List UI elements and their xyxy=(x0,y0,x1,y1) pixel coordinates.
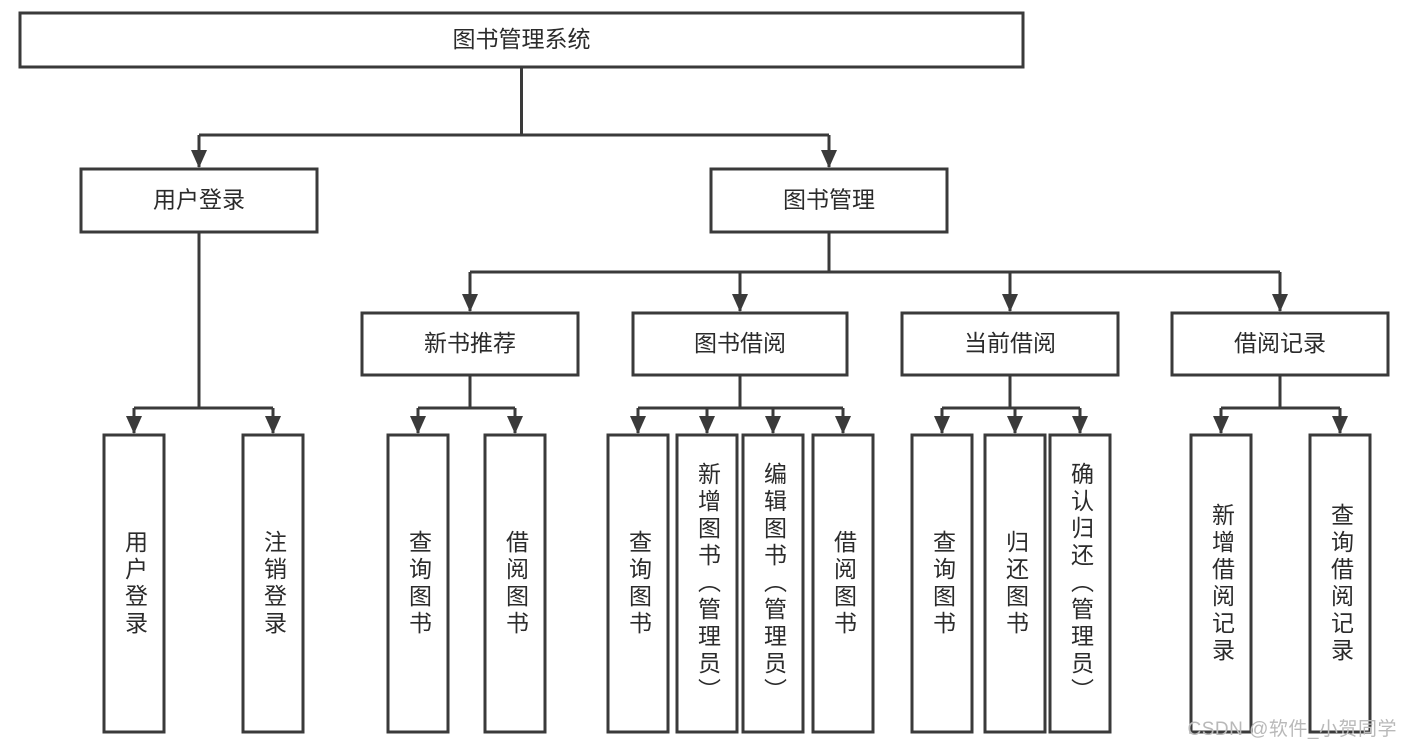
node-book-management xyxy=(709,167,949,234)
node-new-book-recommend-label: 新书推荐 xyxy=(424,330,516,356)
node-book-borrow xyxy=(631,311,849,377)
arrow-head-icon xyxy=(1332,416,1348,434)
arrow-head-icon xyxy=(265,416,281,434)
arrow-head-icon xyxy=(835,416,851,434)
leaf-leaf-query-book-recommend xyxy=(386,433,450,734)
leaf-leaf-borrow-book xyxy=(811,433,875,734)
arrow-head-icon xyxy=(1007,416,1023,434)
arrow-head-icon xyxy=(191,150,207,168)
arrow-head-icon xyxy=(765,416,781,434)
node-new-book-recommend xyxy=(360,311,580,377)
node-root-label: 图书管理系统 xyxy=(453,26,591,52)
leaf-leaf-user-login xyxy=(102,433,166,734)
arrow-head-icon xyxy=(821,150,837,168)
arrow-head-icon xyxy=(126,416,142,434)
node-borrow-record xyxy=(1170,311,1390,377)
arrow-head-icon xyxy=(1072,416,1088,434)
node-root xyxy=(18,11,1025,69)
node-user-login xyxy=(79,167,319,234)
node-current-borrow-label: 当前借阅 xyxy=(964,330,1056,356)
node-book-borrow-label: 图书借阅 xyxy=(694,330,786,356)
arrow-head-icon xyxy=(630,416,646,434)
arrow-head-icon xyxy=(1213,416,1229,434)
leaf-leaf-confirm-return xyxy=(1048,433,1112,734)
leaf-leaf-borrow-book-recommend xyxy=(483,433,547,734)
leaf-leaf-user-logout xyxy=(241,433,305,734)
arrow-head-icon xyxy=(410,416,426,434)
leaf-leaf-edit-book xyxy=(741,433,805,734)
leaf-leaf-add-book xyxy=(675,433,739,734)
arrow-head-icon xyxy=(699,416,715,434)
arrow-head-icon xyxy=(934,416,950,434)
leaf-leaf-query-borrow-record xyxy=(1308,433,1372,734)
node-book-management-label: 图书管理 xyxy=(783,187,875,213)
arrow-head-icon xyxy=(1272,294,1288,312)
node-user-login-label: 用户登录 xyxy=(153,187,245,213)
leaf-leaf-query-book-borrow xyxy=(606,433,670,734)
node-current-borrow xyxy=(900,311,1120,377)
leaf-leaf-return-book xyxy=(983,433,1047,734)
arrow-head-icon xyxy=(732,294,748,312)
arrow-head-icon xyxy=(1002,294,1018,312)
leaf-leaf-add-borrow-record xyxy=(1189,433,1253,734)
leaf-leaf-query-book-current xyxy=(910,433,974,734)
node-borrow-record-label: 借阅记录 xyxy=(1234,330,1326,356)
csdn-watermark: CSDN @软件_小贺同学 xyxy=(1187,719,1397,740)
arrow-head-icon xyxy=(507,416,523,434)
arrow-head-icon xyxy=(462,294,478,312)
connector-layer xyxy=(126,67,1348,434)
